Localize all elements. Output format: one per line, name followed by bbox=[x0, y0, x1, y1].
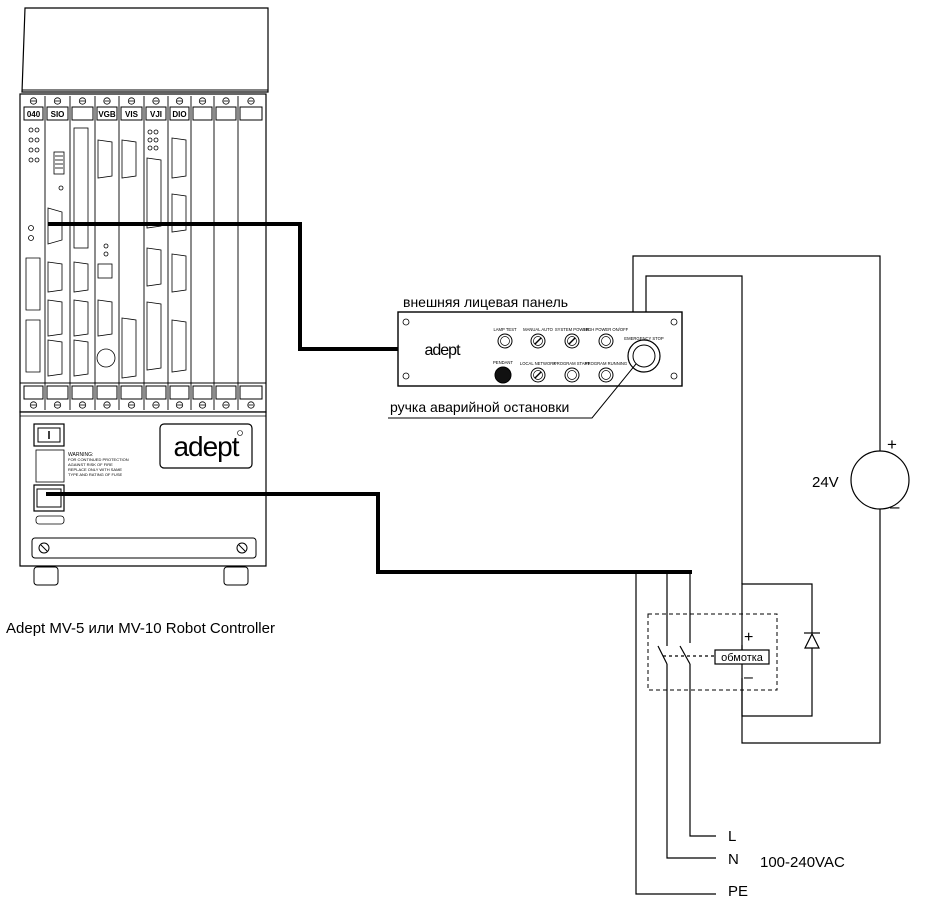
estop-leader-line bbox=[388, 363, 637, 419]
dc-source-24v bbox=[850, 450, 910, 510]
front-panel-logo: adept bbox=[424, 342, 461, 359]
screw-icon bbox=[222, 97, 230, 105]
estop-label: ручка аварийной остановки bbox=[390, 399, 569, 415]
front-panel-button[interactable]: SYSTEM POWER bbox=[555, 327, 589, 349]
screw-icon bbox=[53, 97, 62, 105]
front-panel-label: внешняя лицевая панель bbox=[403, 294, 568, 310]
relay-plus: + bbox=[744, 629, 753, 646]
front-panel-button-label: SYSTEM POWER bbox=[555, 327, 589, 332]
dc-source-label: 24V bbox=[812, 474, 839, 491]
front-panel-button[interactable]: PROGRAM START bbox=[554, 361, 591, 383]
mains-voltage-label: 100-240VAC bbox=[760, 854, 845, 871]
screw-icon bbox=[29, 97, 38, 105]
screw-icon bbox=[247, 97, 255, 105]
screw-icon bbox=[198, 401, 207, 409]
front-panel-button[interactable]: PROGRAM RUNNING bbox=[585, 361, 627, 383]
front-panel-button[interactable]: EMERGENCY STOP bbox=[624, 336, 664, 373]
front-panel-button[interactable]: LOCAL NETWORK bbox=[520, 361, 556, 383]
front-panel-button-label: MANUAL AUTO bbox=[523, 327, 554, 332]
dc-source-plus: + bbox=[887, 435, 897, 454]
screw-icon bbox=[198, 97, 207, 105]
front-panel-button-label: PENDANT bbox=[493, 360, 513, 365]
warning-line-2: AGAINST RISK OF FIRE bbox=[68, 462, 113, 467]
screw-icon bbox=[152, 97, 160, 105]
relay-coil bbox=[714, 649, 770, 665]
card-slot-labels: 040 SIO VGB VIS VJI DIO bbox=[27, 110, 187, 119]
card-slot-label: VJI bbox=[150, 110, 162, 119]
controller-logo: adept bbox=[173, 431, 239, 462]
front-panel-button-label: PROGRAM RUNNING bbox=[585, 361, 627, 366]
warning-line-4: TYPE AND RATING OF FUSE bbox=[68, 472, 122, 477]
card-slot-label: VIS bbox=[125, 110, 139, 119]
registered-mark-icon bbox=[237, 430, 243, 436]
front-panel-button-label: EMERGENCY STOP bbox=[624, 336, 664, 341]
card-slot-label: 040 bbox=[27, 110, 41, 119]
mains-pe-label: PE bbox=[728, 883, 748, 900]
card-vis-connectors bbox=[121, 139, 137, 379]
relay-enclosure bbox=[647, 613, 778, 691]
mains-l-label: L bbox=[728, 828, 736, 845]
front-panel-button-label: LAMP TEST bbox=[493, 327, 517, 332]
front-panel-button-label: LOCAL NETWORK bbox=[520, 361, 556, 366]
card-slot-label: VGB bbox=[98, 110, 116, 119]
screw-icon bbox=[127, 401, 136, 409]
card-screws-top bbox=[29, 97, 255, 105]
relay-minus: – bbox=[744, 669, 753, 686]
front-panel-button-label: PROGRAM START bbox=[554, 361, 591, 366]
screw-icon bbox=[53, 401, 62, 409]
front-panel-button[interactable]: MANUAL AUTO bbox=[523, 327, 554, 349]
relay-coil-label: обмотка bbox=[721, 652, 764, 664]
screw-icon bbox=[222, 401, 230, 409]
diode-icon bbox=[804, 632, 820, 649]
dc-source-minus: – bbox=[890, 497, 900, 516]
front-panel-button[interactable]: HIGH POWER ON/OFF bbox=[584, 327, 629, 349]
warning-title: WARNING: bbox=[68, 452, 93, 458]
screw-icon bbox=[175, 401, 184, 409]
screw-icon bbox=[247, 401, 255, 409]
card-sio-connectors bbox=[47, 151, 89, 377]
screw-icon bbox=[103, 97, 111, 105]
card-screws-bottom bbox=[29, 401, 255, 409]
front-panel-button[interactable]: LAMP TEST bbox=[493, 327, 517, 349]
screw-icon bbox=[78, 97, 87, 105]
screw-icon bbox=[29, 401, 38, 409]
card-slot-label: SIO bbox=[51, 110, 65, 119]
screw-icon bbox=[103, 401, 111, 409]
warning-line-1: FOR CONTINUED PROTECTION bbox=[68, 457, 129, 462]
card-slot-label: DIO bbox=[172, 110, 186, 119]
card-slot-dividers bbox=[23, 96, 263, 410]
thick-cables bbox=[46, 222, 692, 574]
screw-icon bbox=[152, 401, 160, 409]
robot-controller bbox=[19, 7, 269, 586]
card-vgb-connectors bbox=[96, 139, 116, 368]
front-panel-button-label: HIGH POWER ON/OFF bbox=[584, 327, 629, 332]
screw-icon bbox=[127, 97, 136, 105]
card-040-leds bbox=[25, 127, 41, 373]
warning-line-3: REPLACE ONLY WITH SAME bbox=[68, 467, 122, 472]
card-dio-connectors bbox=[171, 137, 187, 373]
screw-icon bbox=[78, 401, 87, 409]
screw-icon bbox=[175, 97, 184, 105]
controller-caption: Adept MV-5 или MV-10 Robot Controller bbox=[6, 620, 275, 637]
mains-n-label: N bbox=[728, 851, 739, 868]
front-panel-button[interactable]: PENDANT bbox=[493, 360, 513, 384]
